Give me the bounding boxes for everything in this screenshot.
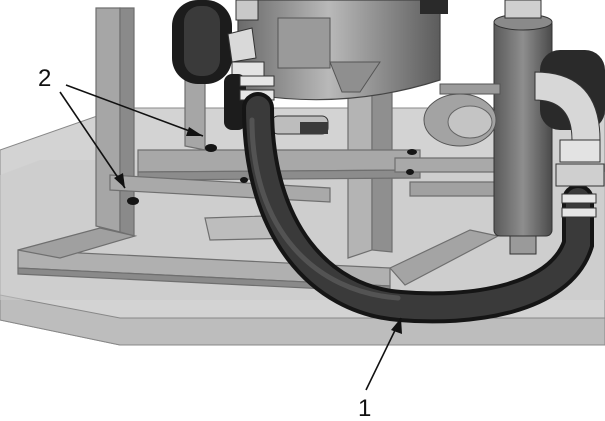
callout-2-arrowhead-right: [186, 127, 203, 136]
flange: [423, 83, 501, 147]
callout-2: 2: [38, 65, 204, 189]
mounting-hole-far: [407, 149, 417, 155]
filter-cylinder: [493, 0, 553, 255]
mounting-hole-right: [205, 144, 217, 152]
hose: [242, 92, 594, 324]
mounting-hole-center: [240, 177, 248, 183]
callout-1: 1: [358, 317, 402, 421]
callout-2-arrowhead-left: [114, 173, 125, 188]
elbow-fitting: [534, 50, 605, 218]
callout-2-leader-right: [65, 84, 204, 137]
mounting-hole-far-2: [406, 169, 414, 175]
wheel: [172, 0, 232, 84]
mounting-hole-left: [127, 197, 139, 205]
callout-1-label: 1: [358, 395, 371, 421]
callout-2-leader-left: [59, 91, 126, 189]
mounting-holes: [127, 144, 417, 205]
callout-1-arrowhead: [391, 318, 402, 334]
callout-2-label: 2: [38, 65, 51, 92]
tank: [237, 0, 448, 101]
